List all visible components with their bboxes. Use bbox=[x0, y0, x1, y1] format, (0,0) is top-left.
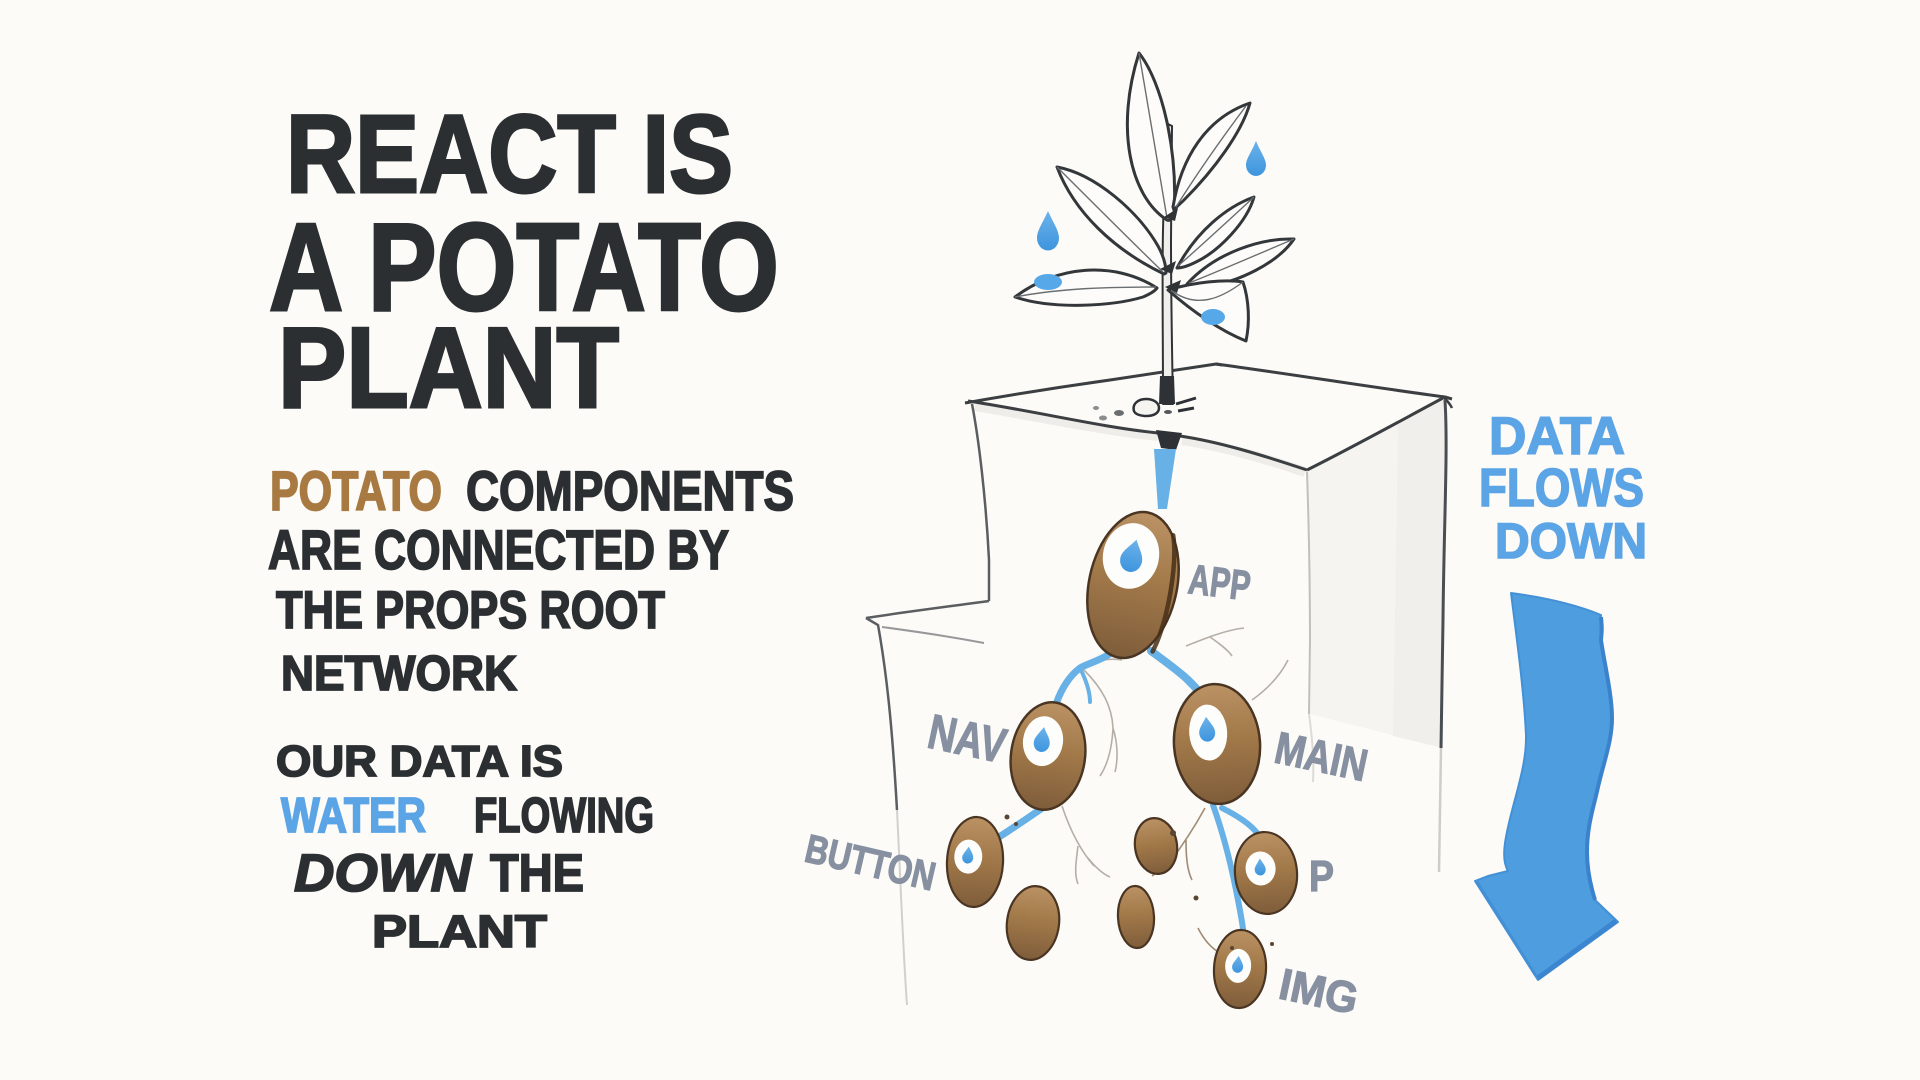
svg-text:REACT IS: REACT IS bbox=[286, 93, 733, 216]
svg-text:DOWN: DOWN bbox=[1495, 513, 1647, 569]
svg-text:BUTTON: BUTTON bbox=[801, 827, 940, 900]
svg-text:NETWORK: NETWORK bbox=[281, 647, 517, 701]
svg-text:P: P bbox=[1309, 852, 1334, 901]
svg-text:FLOWING: FLOWING bbox=[474, 789, 654, 843]
svg-text:OUR DATA IS: OUR DATA IS bbox=[276, 737, 563, 786]
svg-text:IMG: IMG bbox=[1275, 960, 1362, 1024]
svg-text:WATER: WATER bbox=[281, 789, 426, 843]
svg-text:PLANT: PLANT bbox=[278, 305, 619, 432]
svg-text:PLANT: PLANT bbox=[372, 906, 547, 957]
svg-text:THE: THE bbox=[490, 844, 584, 903]
svg-text:MAIN: MAIN bbox=[1271, 722, 1373, 791]
svg-text:DATA: DATA bbox=[1489, 407, 1625, 466]
svg-text:ARE CONNECTED BY: ARE CONNECTED BY bbox=[268, 518, 729, 581]
svg-text:FLOWS: FLOWS bbox=[1479, 458, 1644, 518]
svg-text:THE PROPS ROOT: THE PROPS ROOT bbox=[276, 581, 665, 640]
svg-text:COMPONENTS: COMPONENTS bbox=[466, 459, 794, 522]
svg-text:POTATO: POTATO bbox=[270, 459, 442, 522]
svg-text:DOWN: DOWN bbox=[294, 844, 473, 903]
svg-text:APP: APP bbox=[1186, 555, 1253, 609]
svg-text:NAV: NAV bbox=[923, 705, 1011, 774]
svg-text:A POTATO: A POTATO bbox=[269, 199, 779, 337]
